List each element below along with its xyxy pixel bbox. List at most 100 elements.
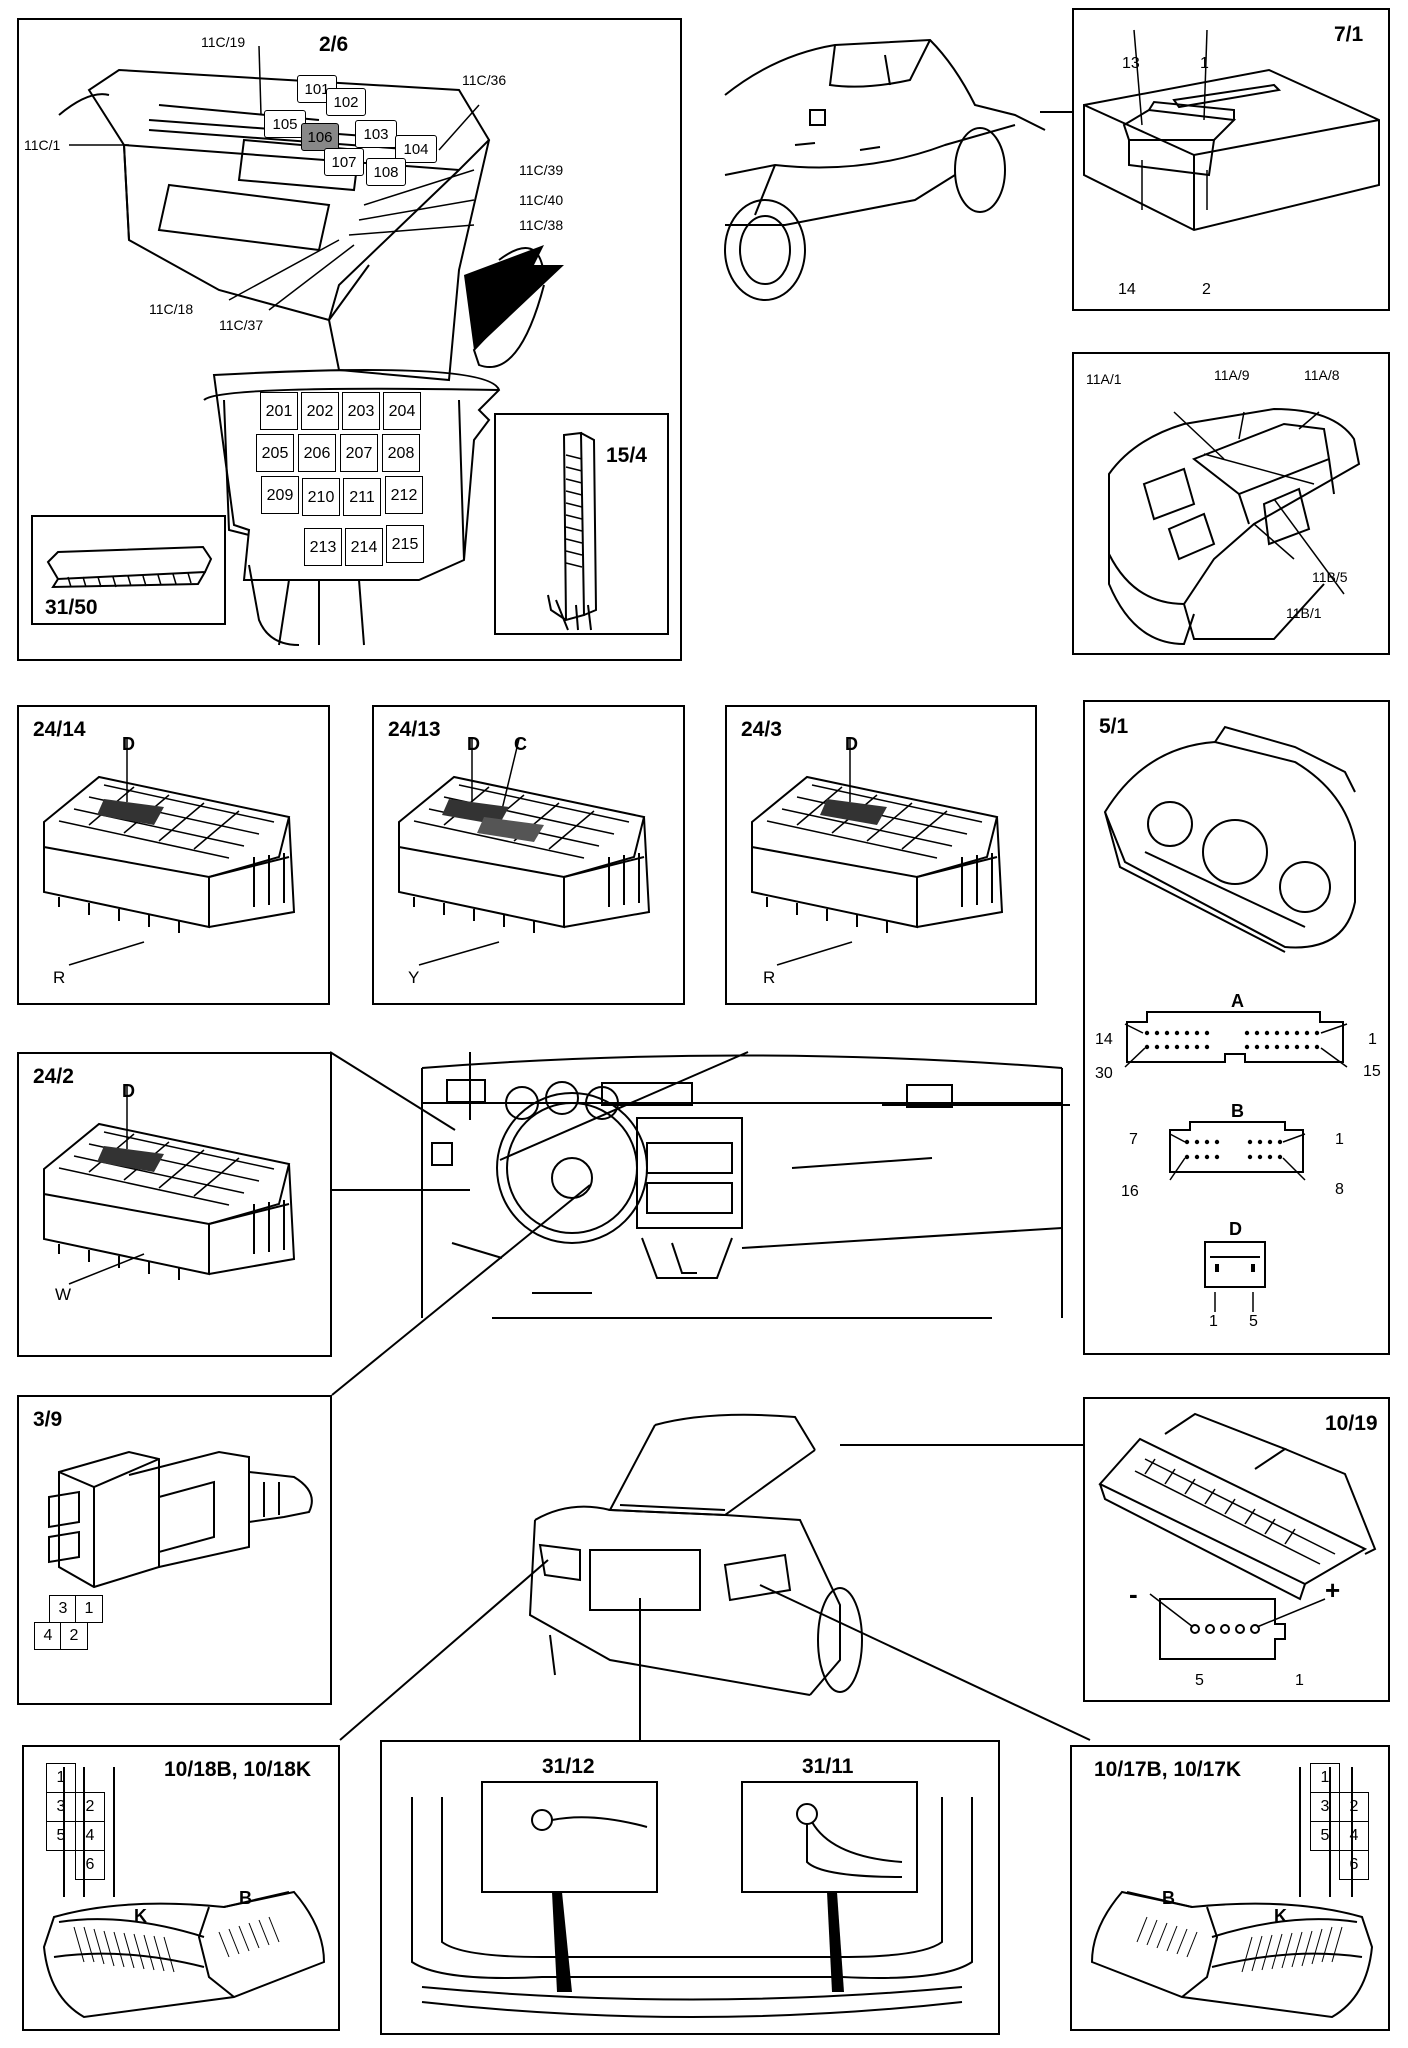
connector-24-13-drawing <box>374 707 685 1005</box>
conn-b-label: B <box>1231 1101 1244 1121</box>
pin-2: 2 <box>1339 1792 1369 1822</box>
panel-number: 24/3 <box>741 718 782 741</box>
inset-15-4: 15/4 <box>494 413 669 635</box>
panel-number: 10/19 <box>1325 1412 1378 1435</box>
label-b: B <box>1162 1888 1175 1908</box>
relay-203: 203 <box>342 392 380 430</box>
panel-3-9: 3/9 3 1 4 2 <box>17 1395 332 1705</box>
module-7-1-drawing <box>1074 10 1390 311</box>
rear-light-right-drawing <box>1072 1747 1390 2031</box>
relay-102: 102 <box>326 88 366 116</box>
relay-207: 207 <box>340 434 378 472</box>
relay-105: 105 <box>264 110 306 138</box>
panel-number: 24/13 <box>388 718 441 741</box>
pin-b-16: 16 <box>1121 1183 1139 1200</box>
relay-108: 108 <box>366 158 406 186</box>
label-11c38: 11C/38 <box>519 217 564 233</box>
pin-3: 3 <box>46 1792 76 1822</box>
ground-31-12-number: 31/12 <box>542 1755 595 1778</box>
label-k: K <box>134 1906 147 1926</box>
panel-24-2: 24/2 D W <box>17 1052 332 1357</box>
panel-7-1: 7/1 13 1 14 2 <box>1072 8 1390 311</box>
car-front-side-illustration <box>715 25 1045 310</box>
panel-number: 3/9 <box>33 1408 63 1431</box>
pin-a-15: 15 <box>1363 1063 1381 1080</box>
pin-6: 6 <box>1339 1850 1369 1880</box>
label-d: D <box>122 1081 135 1101</box>
connector-24-3-drawing <box>727 707 1037 1005</box>
pin-d-1: 1 <box>1209 1313 1218 1330</box>
connector-31-50-drawing <box>33 517 228 627</box>
pin-1: 1 <box>1295 1672 1304 1689</box>
panel-central-electrical-unit: 2/6 <box>17 18 682 661</box>
relay-205: 205 <box>256 434 294 472</box>
connector-15-4-drawing <box>496 415 671 637</box>
label-b: B <box>239 1888 252 1908</box>
panel-11a-relay-box: 11A/1 11A/9 11A/8 11B/5 11B/1 <box>1072 352 1390 655</box>
pin-a-14: 14 <box>1095 1031 1113 1048</box>
pin-b-8: 8 <box>1335 1181 1344 1198</box>
panel-10-17-rear-light-right: 10/17B, 10/17K 1 3 2 5 4 6 B K <box>1070 1745 1390 2031</box>
panel-number: 5/1 <box>1099 715 1129 738</box>
pin-1: 1 <box>75 1595 103 1623</box>
label-11b-5: 11B/5 <box>1312 569 1348 585</box>
pin-4: 4 <box>34 1622 62 1650</box>
label-11c40: 11C/40 <box>519 192 564 208</box>
panel-5-1-instrument-cluster: 5/1 <box>1083 700 1390 1355</box>
relay-210: 210 <box>302 478 340 516</box>
label-11c18: 11C/18 <box>149 301 194 317</box>
instrument-cluster-drawing <box>1085 702 1390 1355</box>
pin-5: 5 <box>46 1821 76 1851</box>
pin-3: 3 <box>49 1595 77 1623</box>
pin-5: 5 <box>1195 1672 1204 1689</box>
pin-4: 4 <box>1339 1821 1369 1851</box>
conn-d-label: D <box>1229 1219 1242 1239</box>
panel-number: 2/6 <box>319 33 349 56</box>
connector-24-2-drawing <box>19 1054 332 1357</box>
pin-a-1: 1 <box>1368 1031 1377 1048</box>
panel-10-19-brake-light: 10/19 - + 5 1 <box>1083 1397 1390 1702</box>
pin-b-1: 1 <box>1335 1131 1344 1148</box>
panel-10-18-rear-light-left: 10/18B, 10/18K 1 3 2 5 4 6 K B <box>22 1745 340 2031</box>
inset-31-50-number: 31/50 <box>45 596 98 619</box>
label-c: C <box>514 734 527 754</box>
inset-15-4-number: 15/4 <box>606 444 647 467</box>
pin-a-30: 30 <box>1095 1065 1113 1082</box>
label-d: D <box>467 734 480 754</box>
relay-201: 201 <box>260 392 298 430</box>
panel-24-3: 24/3 D R <box>725 705 1037 1005</box>
panel-number: 10/18B, 10/18K <box>164 1758 312 1781</box>
pin-14: 14 <box>1118 281 1136 298</box>
relay-214: 214 <box>345 528 383 566</box>
relay-206: 206 <box>298 434 336 472</box>
label-11a-9: 11A/9 <box>1214 367 1250 383</box>
relay-202: 202 <box>301 392 339 430</box>
pin-2: 2 <box>60 1622 88 1650</box>
label-d: D <box>122 734 135 754</box>
inset-31-50: 31/50 <box>31 515 226 625</box>
relay-107: 107 <box>324 148 364 176</box>
brake-light-drawing <box>1085 1399 1390 1702</box>
panel-number: 24/2 <box>33 1065 74 1088</box>
pin-13: 13 <box>1122 55 1140 72</box>
label-11c1: 11C/1 <box>24 137 61 153</box>
relay-106: 106 <box>301 123 339 151</box>
ground-31-11-number: 31/11 <box>802 1755 854 1778</box>
relay-209: 209 <box>261 476 299 514</box>
label-plus: + <box>1325 1575 1341 1605</box>
label-11c39: 11C/39 <box>519 162 564 178</box>
pin-1: 1 <box>1200 55 1209 72</box>
pin-6: 6 <box>75 1850 105 1880</box>
car-rear-illustration <box>510 1405 870 1730</box>
label-11c37: 11C/37 <box>219 317 264 333</box>
connector-24-14-drawing <box>19 707 330 1005</box>
label-d: D <box>845 734 858 754</box>
dashboard-interior-illustration <box>412 1048 1072 1338</box>
pin-1: 1 <box>1310 1763 1340 1793</box>
panel-ground-points: 31/12 31/11 <box>380 1740 1000 2035</box>
pin-d-5: 5 <box>1249 1313 1258 1330</box>
pin-2: 2 <box>1202 281 1211 298</box>
label-11a-1: 11A/1 <box>1086 371 1122 387</box>
relay-212: 212 <box>385 476 423 514</box>
panel-number: 24/14 <box>33 718 86 741</box>
